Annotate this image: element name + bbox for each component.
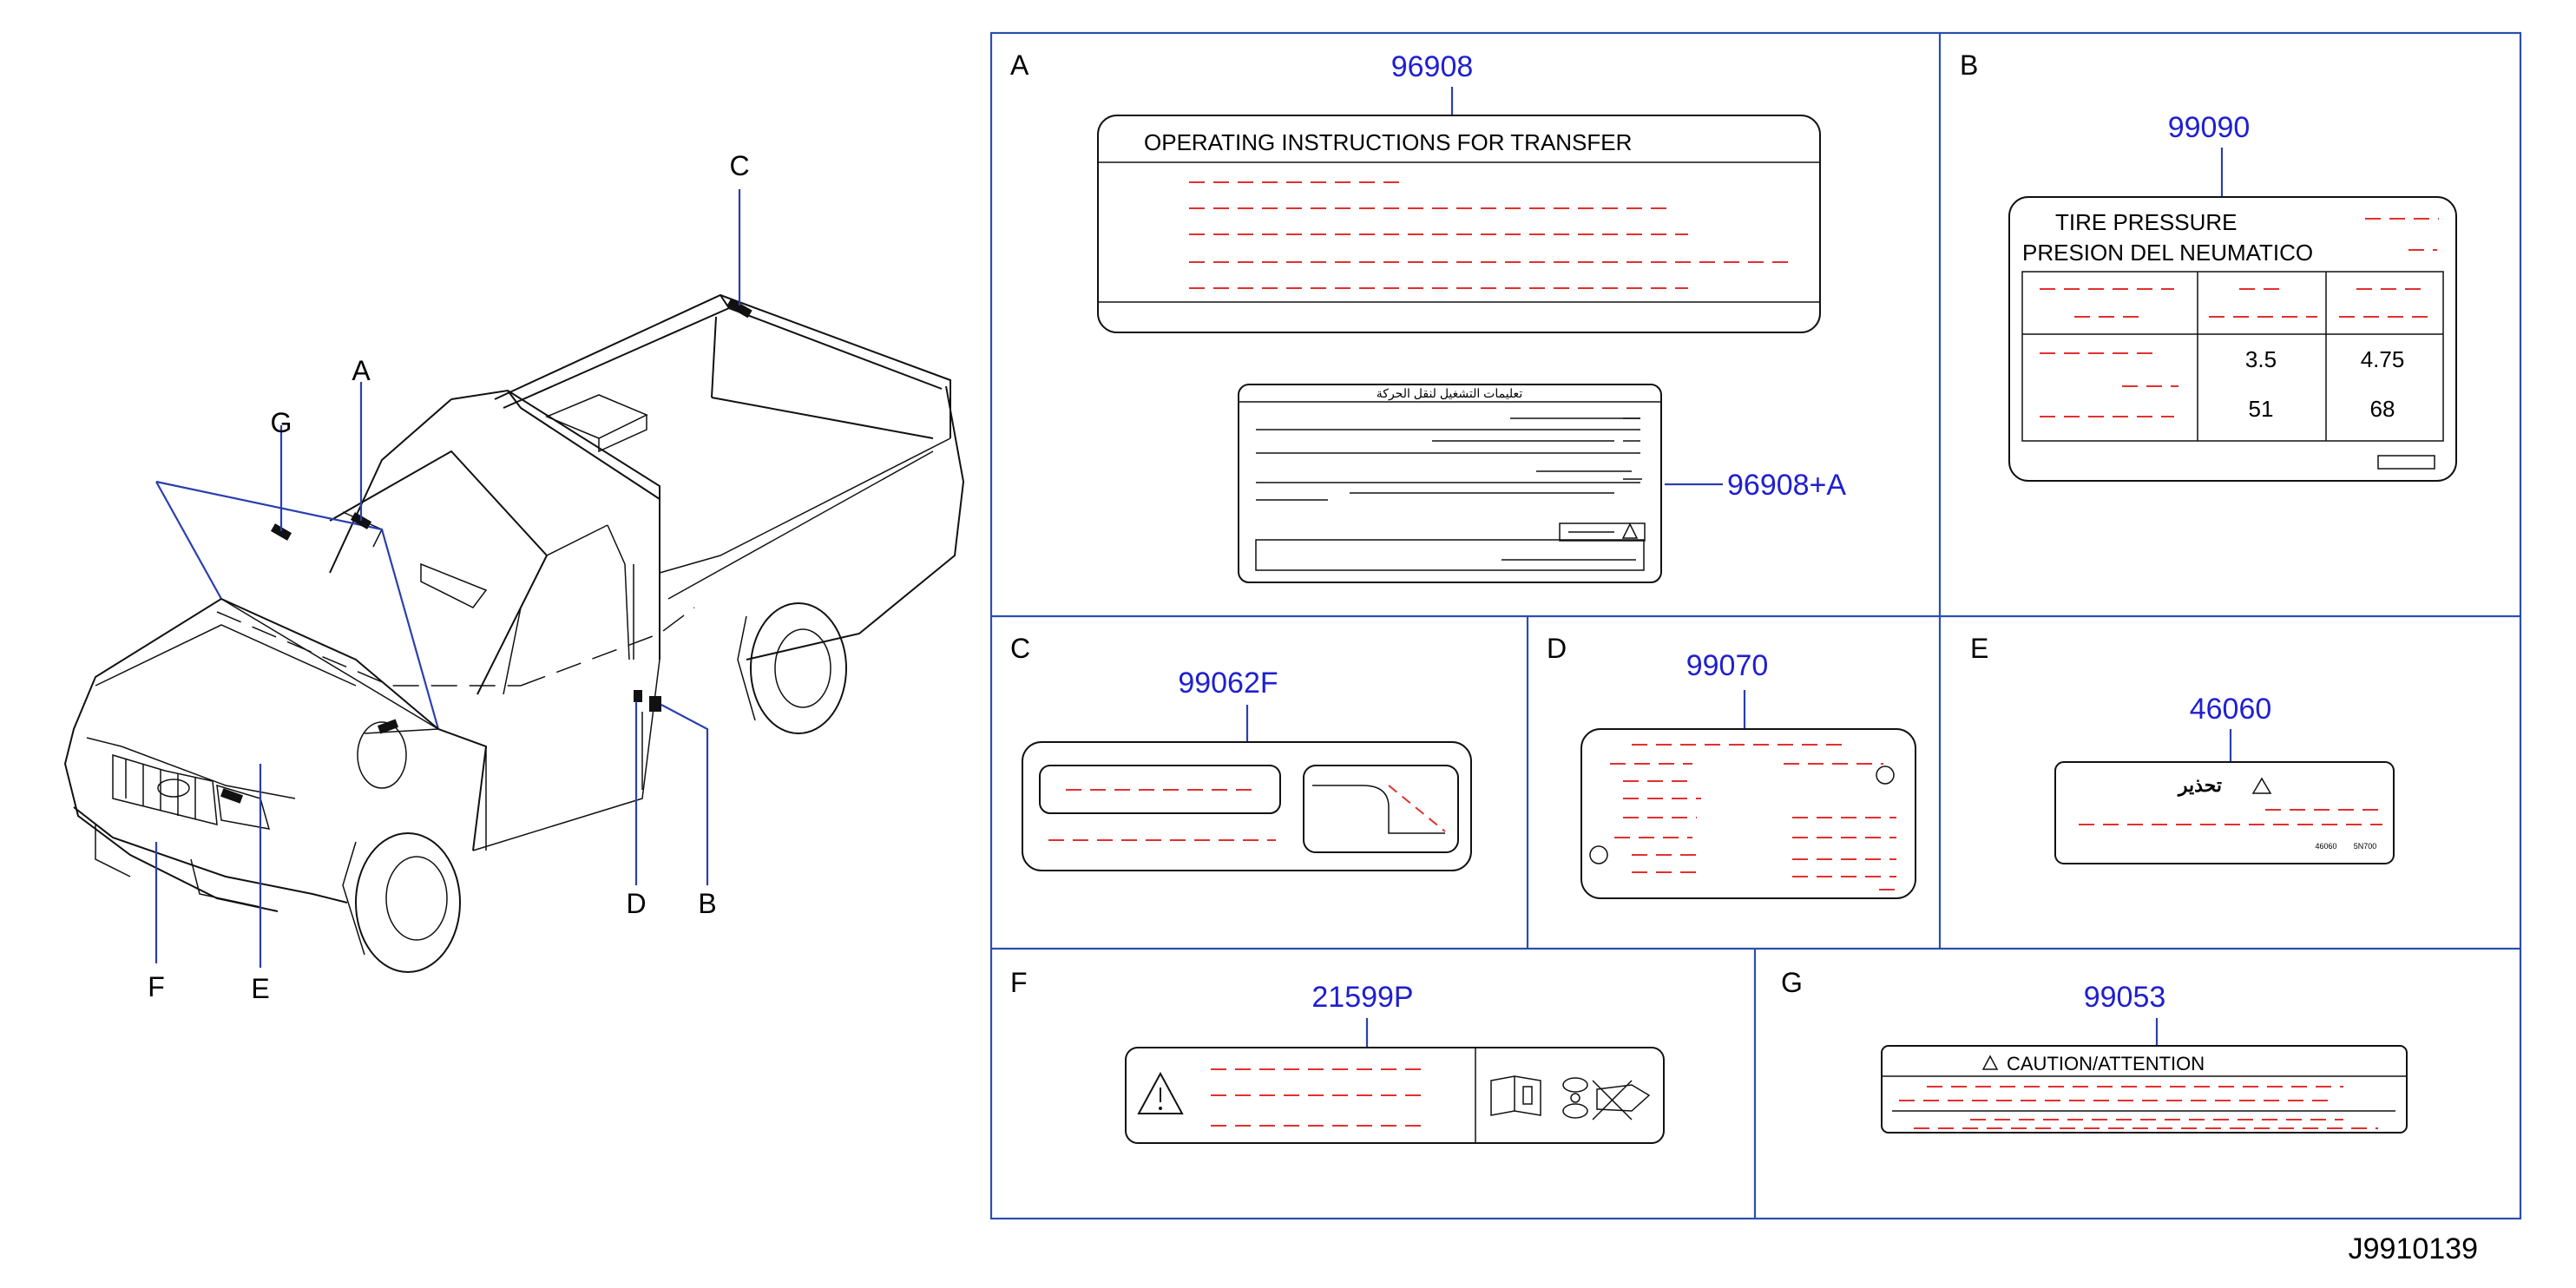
- warning-triangle-icon: [1981, 1055, 1999, 1070]
- label-panel-grid: [989, 31, 2522, 1220]
- callout-e: E: [251, 973, 269, 1004]
- panel-d: D 99070: [1547, 633, 1916, 899]
- panel-b-title-en: TIRE PRESSURE: [2055, 209, 2238, 235]
- panel-e-part-number: 46060: [2190, 693, 2272, 726]
- panel-a: A 96908 OPERATING INSTRUCTIONS FOR TRANS…: [1010, 49, 1846, 583]
- panel-g-caution-text: CAUTION/ATTENTION: [2007, 1053, 2205, 1074]
- panel-c-part-number: 99062F: [1178, 667, 1278, 700]
- panel-f: F 21599P: [1010, 967, 1665, 1144]
- panel-e-arabic-warning: تحذير: [2177, 774, 2222, 797]
- warning-triangle-icon: [1137, 1071, 1184, 1114]
- panel-a-letter: A: [1010, 49, 1029, 81]
- panel-b-value-1-2: 4.75: [2361, 346, 2405, 372]
- panel-b: B 99090 TIRE PRESSURE PRESION DEL NEUMAT…: [1960, 49, 2457, 482]
- panel-b-letter: B: [1960, 49, 1978, 81]
- callout-g: G: [271, 407, 292, 438]
- panel-g-part-number: 99053: [2084, 981, 2166, 1014]
- panel-c: C 99062F: [1010, 633, 1472, 871]
- panel-g: G 99053 CAUTION/ATTENTION: [1781, 967, 2408, 1134]
- panel-d-letter: D: [1547, 633, 1567, 664]
- callout-f: F: [148, 971, 165, 1002]
- panel-b-value-1-1: 3.5: [2245, 346, 2277, 372]
- panel-a-part-number: 96908: [1391, 50, 1474, 83]
- truck-illustration: A C G E F D B: [63, 150, 965, 1004]
- panel-e-small-code-1: 46060: [2315, 842, 2336, 851]
- panel-e: E 46060 تحذير 46060 5N700: [1970, 633, 2395, 864]
- panel-a-label-title: OPERATING INSTRUCTIONS FOR TRANSFER: [1144, 129, 1632, 155]
- figure-id: J9910139: [2349, 1232, 2478, 1265]
- callout-d: D: [626, 888, 646, 919]
- fan-hand-warning-icon: [1562, 1077, 1651, 1120]
- manual-book-icon: [1490, 1075, 1541, 1116]
- callout-b: B: [698, 888, 716, 919]
- panel-d-part-number: 99070: [1686, 649, 1769, 682]
- panel-b-part-number: 99090: [2168, 111, 2251, 144]
- panel-a-part-number-2: 96908+A: [1727, 469, 1846, 502]
- panel-b-value-2-2: 68: [2370, 396, 2395, 422]
- panel-c-letter: C: [1010, 633, 1030, 664]
- panel-e-letter: E: [1970, 633, 1988, 664]
- panel-b-title-es: PRESION DEL NEUMATICO: [2022, 240, 2313, 266]
- panel-b-value-2-1: 51: [2249, 396, 2274, 422]
- callout-c: C: [729, 150, 749, 181]
- panel-e-small-code-2: 5N700: [2354, 842, 2377, 851]
- panel-g-letter: G: [1781, 967, 1803, 998]
- callout-a: A: [352, 355, 371, 386]
- panel-f-letter: F: [1010, 967, 1028, 998]
- panel-a-arabic-title: تعليمات التشغيل لنقل الحركة: [1377, 386, 1523, 401]
- panel-f-part-number: 21599P: [1311, 981, 1413, 1014]
- warning-triangle-icon: [2251, 777, 2272, 794]
